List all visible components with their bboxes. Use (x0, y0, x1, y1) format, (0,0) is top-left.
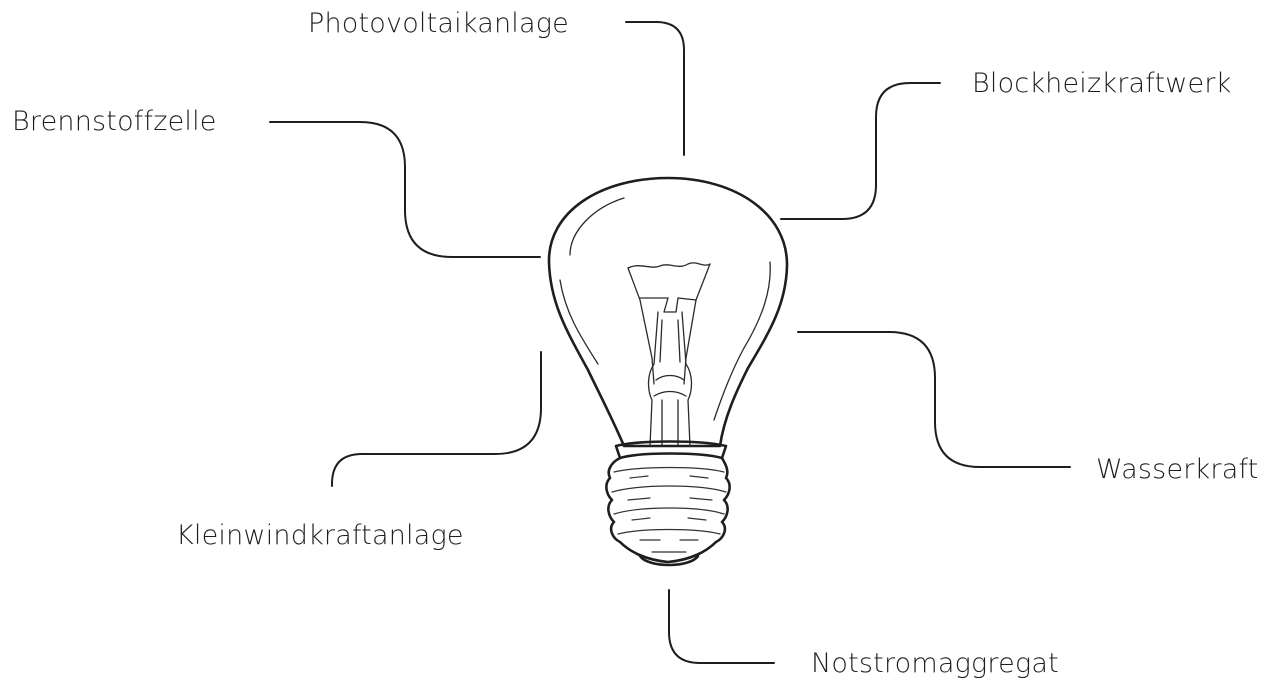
connector-blockheiz (781, 83, 940, 219)
filament-stem (640, 298, 696, 312)
connector-wasser (798, 332, 1070, 467)
label-kleinwindkraftanlage: Kleinwindkraftanlage (176, 522, 464, 549)
bulb-reflection-left (560, 198, 624, 364)
label-photovoltaikanlage: Photovoltaikanlage (308, 10, 569, 37)
connector-photovoltaik (626, 22, 684, 155)
label-notstromaggregat: Notstromaggregat (811, 650, 1059, 677)
screw-base (606, 458, 729, 562)
bulb-neck (616, 442, 726, 459)
connector-brennstoff (270, 122, 540, 257)
glass-stem-lower (662, 400, 678, 446)
glass-stem (649, 312, 692, 446)
filament-support-left (628, 268, 654, 384)
screw-thread-3 (614, 508, 724, 514)
filament (628, 263, 710, 268)
lightbulb-icon (549, 178, 787, 565)
label-blockheizkraftwerk: Blockheizkraftwerk (972, 70, 1232, 97)
screw-thread-2 (612, 486, 726, 492)
label-wasserkraft: Wasserkraft (1096, 456, 1258, 483)
bulb-reflection-right (714, 262, 770, 420)
connector-kleinwind (332, 352, 541, 486)
connector-notstrom (669, 590, 774, 663)
label-brennstoffzelle: Brennstoffzelle (12, 108, 217, 135)
screw-thread-4 (618, 530, 720, 535)
glass-stem-inner (654, 320, 686, 396)
screw-thread-1 (614, 468, 724, 473)
